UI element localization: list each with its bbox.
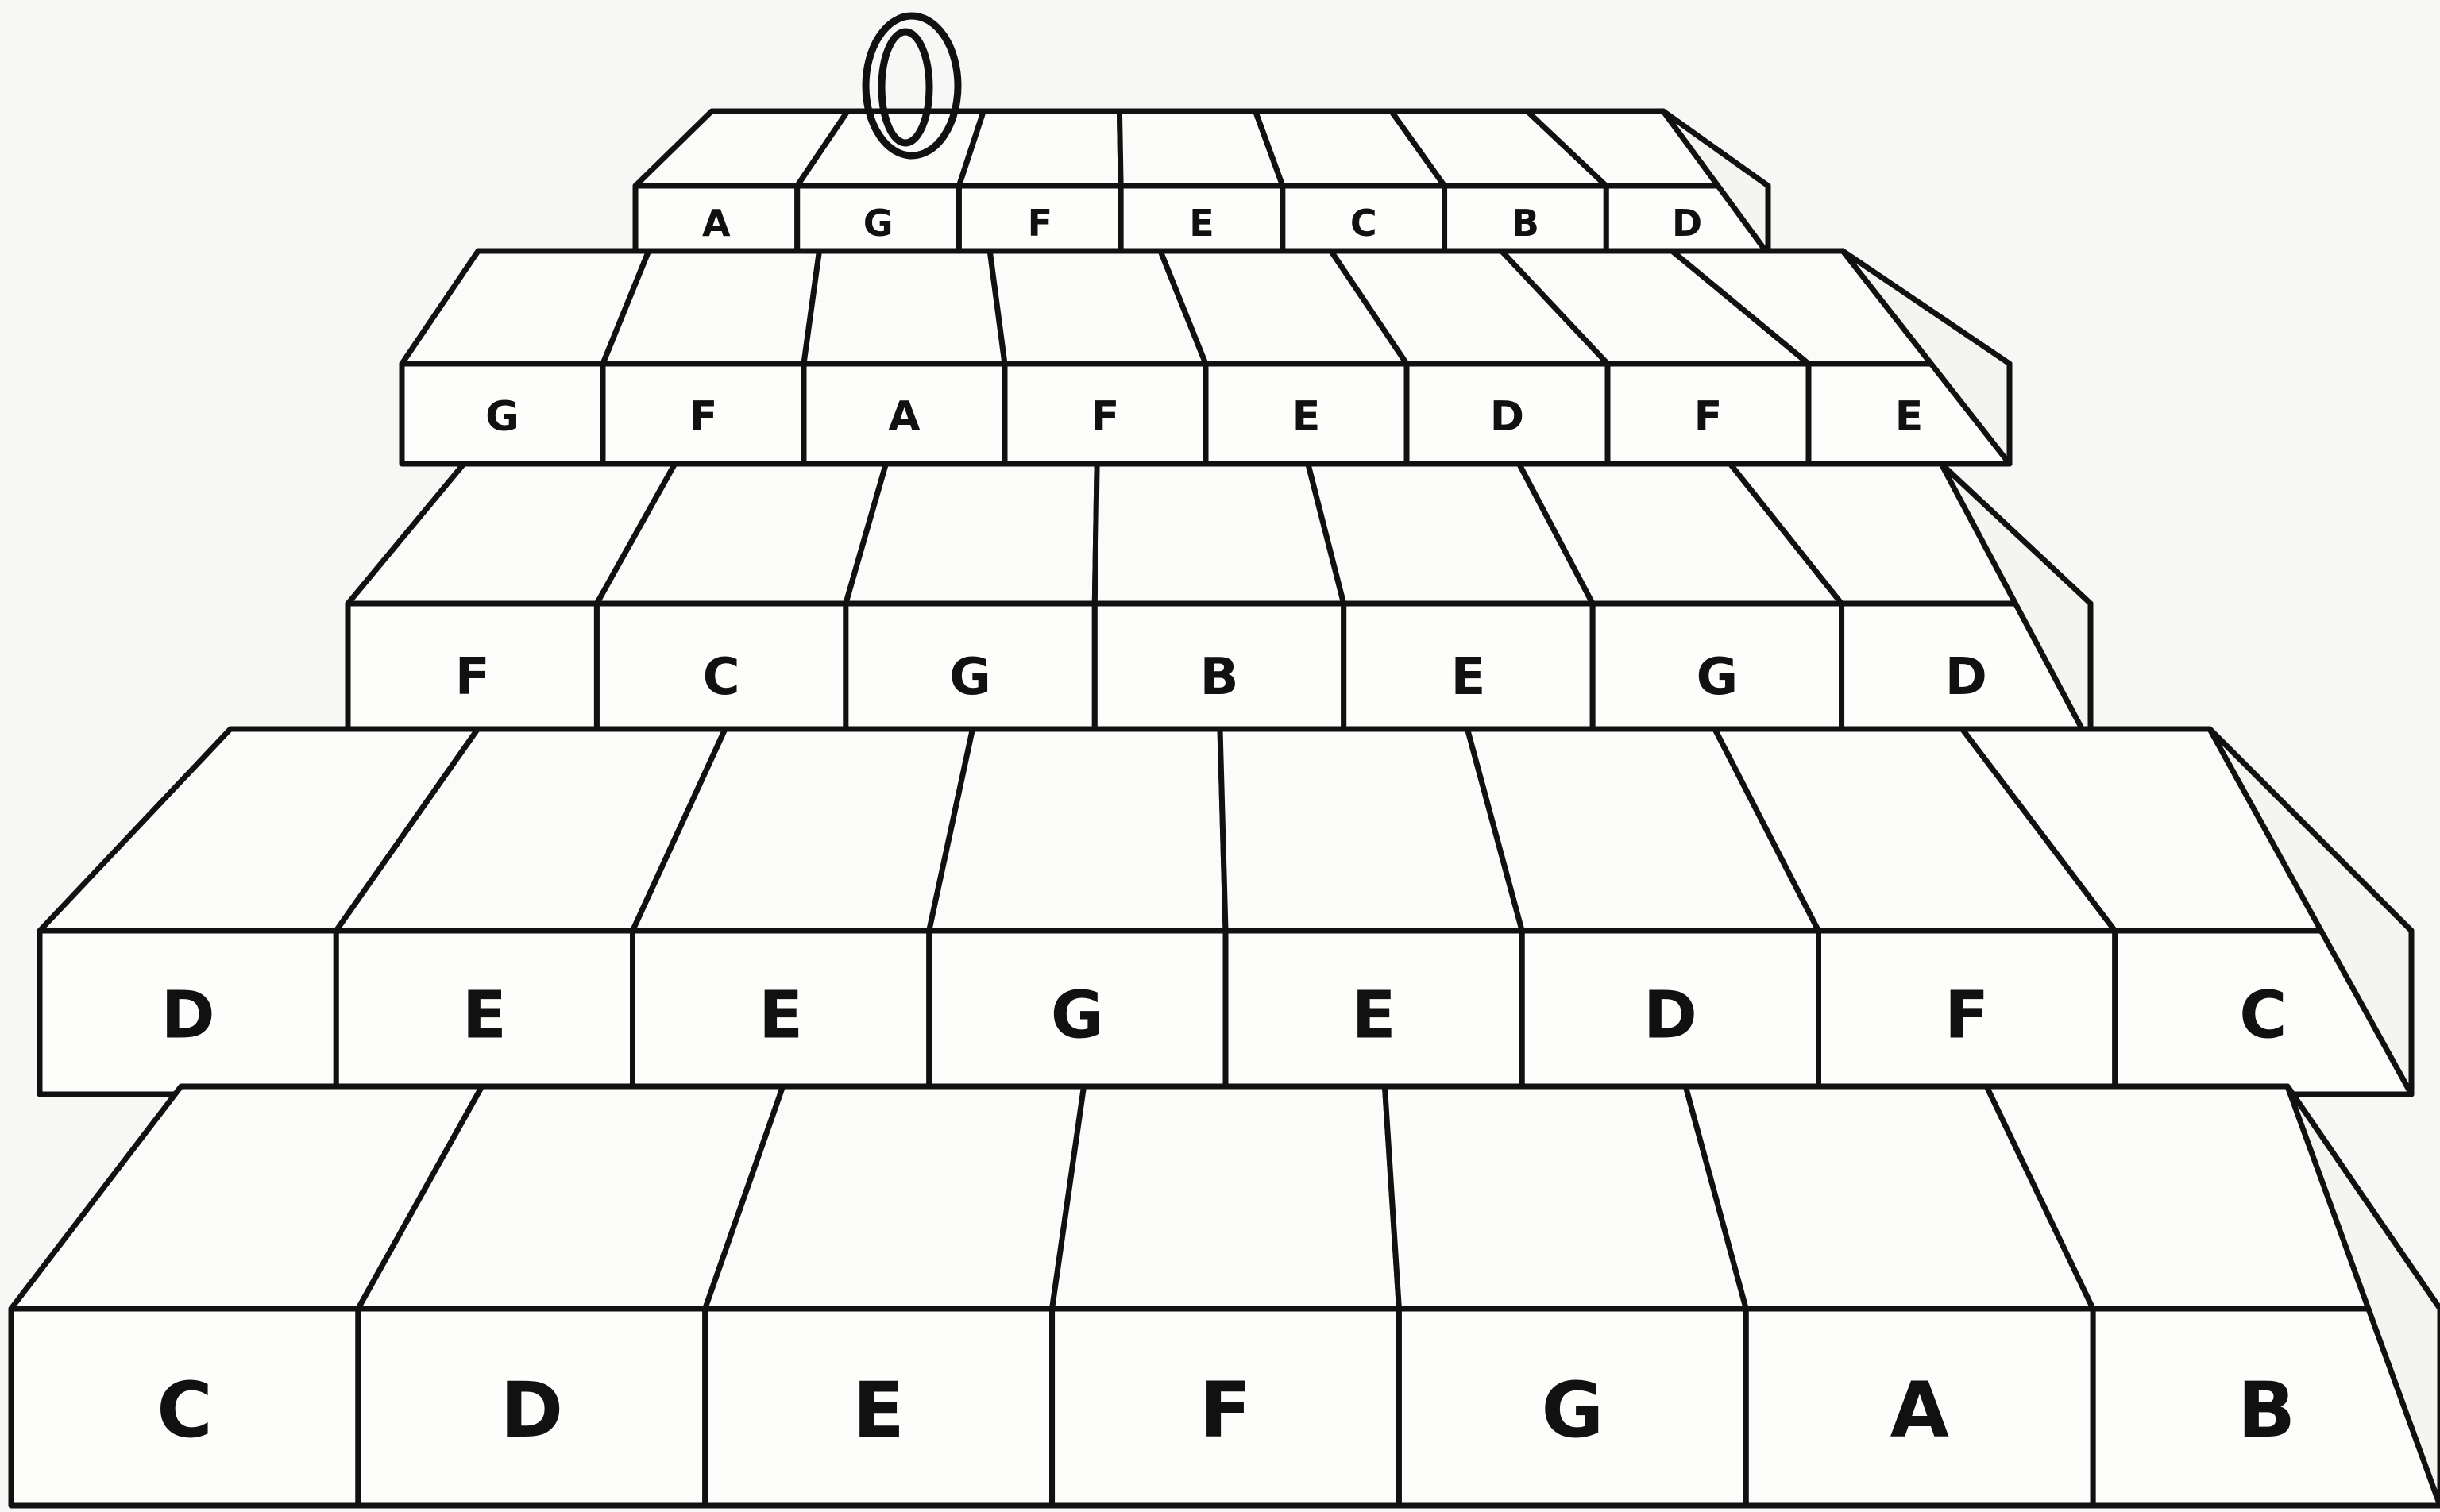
note-letter: F <box>1091 393 1120 441</box>
note-block-top <box>1052 1086 1400 1309</box>
note-letter: B <box>2237 1366 2295 1455</box>
note-letter: G <box>1051 978 1104 1054</box>
note-block[interactable]: B <box>1095 464 1343 745</box>
note-letter: D <box>1490 393 1524 441</box>
note-letter: G <box>485 393 519 441</box>
note-letter: D <box>1643 978 1697 1054</box>
note-letter: A <box>1890 1366 1949 1455</box>
note-block[interactable]: F <box>959 111 1121 254</box>
note-letter: E <box>1895 393 1924 441</box>
note-block-top <box>959 111 1121 186</box>
note-letter: C <box>703 648 740 707</box>
note-block[interactable]: A <box>804 251 1005 464</box>
note-letter: B <box>1511 202 1539 245</box>
note-letter: G <box>949 648 991 707</box>
note-block-top <box>1384 1086 1746 1309</box>
note-block[interactable]: E <box>1119 111 1282 254</box>
note-letter: D <box>1945 648 1987 707</box>
note-letter: F <box>1199 1366 1252 1455</box>
note-block[interactable]: G <box>929 729 1226 1094</box>
note-block[interactable]: G <box>1384 1086 1746 1506</box>
note-block-top <box>1095 464 1343 604</box>
note-letter: F <box>1028 202 1052 245</box>
note-letter: F <box>455 648 490 707</box>
note-letter: E <box>1292 393 1321 441</box>
note-letter: F <box>689 393 718 441</box>
note-letter: D <box>500 1366 563 1455</box>
note-letter: C <box>1350 202 1377 245</box>
note-letter: E <box>759 978 803 1054</box>
note-letter: F <box>1944 978 1989 1054</box>
note-letter: E <box>462 978 507 1054</box>
note-letter: B <box>1200 648 1239 707</box>
note-letter: G <box>863 202 894 245</box>
staircase-rows: A G F E C B D G F A F E D F E F C G B E G D D E E G E D F C C D E F G A B <box>11 111 2440 1506</box>
note-block[interactable]: E <box>705 1086 1084 1506</box>
note-letter: E <box>1451 648 1486 707</box>
note-letter: F <box>1694 393 1723 441</box>
note-letter: D <box>161 978 215 1054</box>
note-block-top <box>804 251 1005 364</box>
note-block-top <box>846 464 1097 604</box>
note-letter: E <box>852 1366 905 1455</box>
note-letter: A <box>702 202 731 245</box>
note-letter: G <box>1697 648 1739 707</box>
note-block-top <box>929 729 1226 931</box>
note-block[interactable]: G <box>846 464 1097 745</box>
note-letter: A <box>888 393 920 441</box>
note-letter: G <box>1541 1366 1604 1455</box>
note-letter: D <box>1672 202 1702 245</box>
note-letter: E <box>1189 202 1214 245</box>
note-letter: C <box>2239 978 2287 1054</box>
note-letter: C <box>156 1366 212 1455</box>
note-block[interactable]: F <box>1052 1086 1400 1506</box>
note-letter: E <box>1352 978 1396 1054</box>
note-block[interactable]: E <box>1220 729 1522 1094</box>
note-block[interactable]: F <box>603 251 820 464</box>
